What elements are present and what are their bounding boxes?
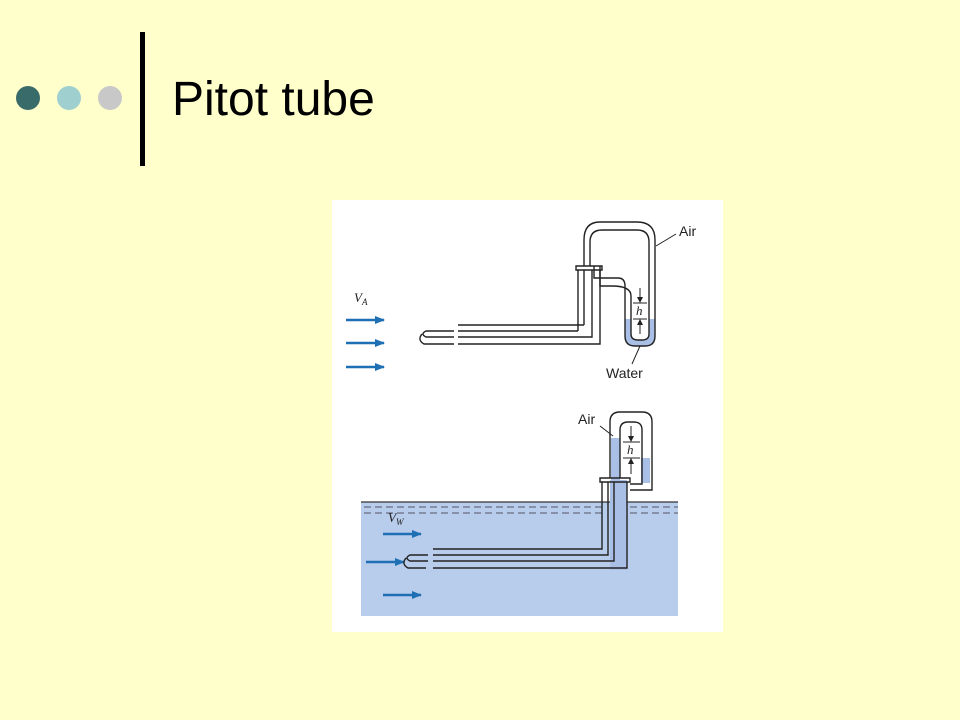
water-pitot-setup: VW	[361, 411, 678, 616]
pitot-tube-diagram: VA	[346, 221, 696, 616]
air-probe-tube	[419, 221, 656, 347]
water-tube-fill	[610, 480, 627, 570]
bullet-dot-dark	[16, 86, 40, 110]
water-height-label: h	[627, 442, 634, 457]
water-air-label: Air	[578, 411, 595, 427]
water-manometer-right-fill	[641, 458, 650, 483]
water-label: Water	[606, 365, 643, 381]
air-label: Air	[679, 223, 696, 239]
bullet-dot-teal	[57, 86, 81, 110]
water-label-leader	[631, 345, 641, 365]
air-velocity-label: VA	[354, 290, 368, 307]
title-divider	[140, 32, 145, 166]
water-air-label-leader	[599, 425, 614, 437]
air-height-label: h	[636, 303, 643, 318]
air-label-leader	[655, 233, 677, 247]
water-height-indicator	[623, 426, 640, 474]
pitot-tube-figure: VA	[332, 200, 723, 632]
water-manometer-left-fill	[611, 438, 620, 483]
water-velocity-label: VW	[388, 510, 405, 527]
bullet-dot-gray	[98, 86, 122, 110]
water-body	[361, 502, 678, 616]
air-pitot-setup: VA	[346, 221, 696, 381]
air-manometer-water	[625, 319, 655, 346]
slide-title: Pitot tube	[172, 73, 375, 126]
water-surface-dashes	[364, 506, 678, 514]
water-probe-tube	[403, 411, 653, 569]
air-height-indicator	[633, 288, 647, 334]
